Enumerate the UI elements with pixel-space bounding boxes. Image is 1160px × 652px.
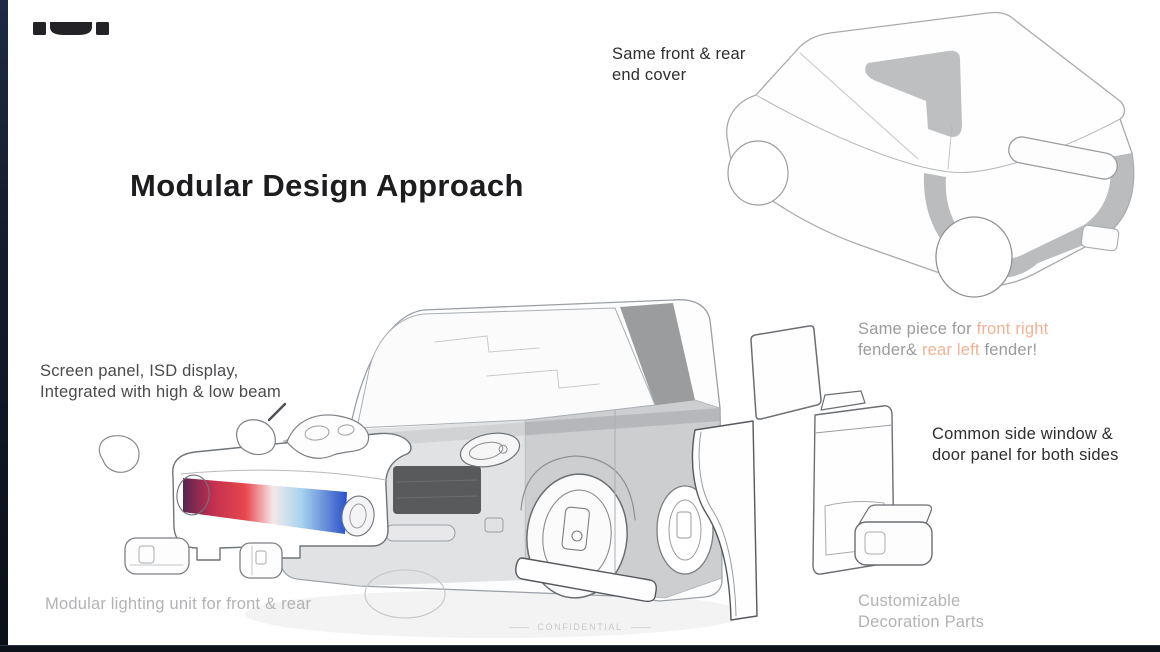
rear-plate <box>1080 224 1120 252</box>
label-fender-note: Same piece for front right fender& rear … <box>858 319 1048 361</box>
label-side-window-line2: door panel for both sides <box>932 446 1119 464</box>
side-window-piece <box>750 325 822 420</box>
confidential-text: CONFIDENTIAL <box>537 622 623 632</box>
panel-lamp-right <box>341 495 375 537</box>
label-decoration-parts: Customizable Decoration Parts <box>858 591 984 633</box>
label-screen-panel-line2: Integrated with high & low beam <box>40 383 282 401</box>
headlight-right <box>459 432 521 468</box>
fender-note-accent-front-right: front right <box>976 320 1049 338</box>
brand-logo <box>33 22 109 35</box>
label-screen-panel-line1: Screen panel, ISD display, <box>40 362 239 380</box>
front-screen-panel-piece <box>172 432 412 561</box>
label-lighting-unit: Modular lighting unit for front & rear <box>45 595 312 613</box>
mirror-sensor-part <box>236 402 370 459</box>
lighting-module-1 <box>124 537 190 575</box>
rear-car-front-wheel <box>727 140 789 206</box>
left-edge-bar <box>0 0 8 652</box>
bottom-edge-bar <box>0 645 1160 652</box>
confidential-rule-left <box>509 626 530 628</box>
decoration-box-piece <box>854 504 933 566</box>
door-panel-piece <box>820 390 866 411</box>
rear-car-rear-wheel <box>935 216 1013 298</box>
isd-display-screen <box>183 478 347 534</box>
rear-light-bar <box>1008 136 1118 180</box>
front-grille <box>393 466 481 514</box>
small-left-part <box>98 435 140 473</box>
label-side-window: Common side window & door panel for both… <box>932 424 1119 466</box>
rocker-bar-piece <box>515 557 657 603</box>
confidential-rule-right <box>630 626 651 628</box>
label-front-rear-cover-line2: end cover <box>612 66 687 84</box>
exploded-car-sketch <box>98 299 933 638</box>
pillar-shade <box>620 303 695 405</box>
fender-note-gray2: fender& <box>858 341 922 359</box>
label-side-window-line1: Common side window & <box>932 425 1113 443</box>
roof-glass-shade <box>865 50 962 137</box>
windshield <box>356 307 656 429</box>
confidential-watermark: CONFIDENTIAL <box>505 622 655 632</box>
rear-car-sketch <box>726 11 1135 298</box>
label-screen-panel: Screen panel, ISD display, Integrated wi… <box>40 361 281 403</box>
far-front-wheel <box>364 569 446 619</box>
page-title: Modular Design Approach <box>130 168 524 203</box>
label-front-rear-cover: Same front & rear end cover <box>612 44 746 86</box>
fender-note-accent-rear-left: rear left <box>921 341 980 359</box>
lighting-module-2 <box>239 542 283 579</box>
rear-wheel <box>656 485 714 575</box>
fender-note-gray3: fender! <box>979 341 1038 359</box>
label-front-rear-cover-line1: Same front & rear <box>612 45 746 63</box>
ground-shadow <box>245 590 745 638</box>
label-decoration-line2: Decoration Parts <box>858 613 985 631</box>
panel-lamp-left <box>176 474 210 516</box>
label-decoration-line1: Customizable <box>858 592 961 610</box>
fender-arch-piece <box>691 420 758 621</box>
fender-note-gray1: Same piece for <box>858 320 977 338</box>
